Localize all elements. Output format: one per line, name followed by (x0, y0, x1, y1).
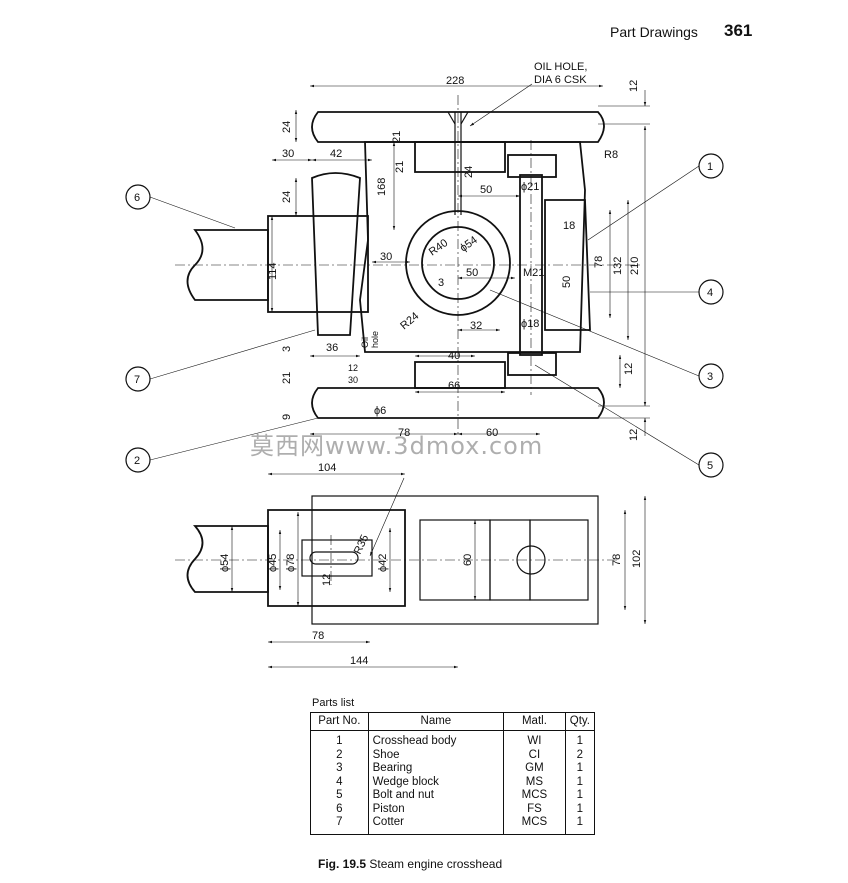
dim-3-bore: 3 (438, 277, 444, 289)
dim-78-plan-bottom: 78 (312, 630, 324, 642)
dim-36: 36 (326, 342, 338, 354)
dim-60-bottom: 60 (486, 427, 498, 439)
dim-104: 104 (318, 462, 336, 474)
note-oil-hole-1: OIL HOLE, (534, 61, 587, 73)
dim-78-bottom: 78 (398, 427, 410, 439)
callout-1: 1 (707, 161, 713, 173)
col-part-no: Part No. (310, 712, 369, 731)
bottom-pad (414, 361, 506, 389)
table-row: 5 Bolt and nut MCS 1 (310, 789, 596, 803)
callout-6: 6 (134, 192, 140, 204)
cotter-slot (309, 551, 359, 565)
cotter (311, 172, 361, 336)
figure-caption: Fig. 19.5 Steam engine crosshead (318, 857, 502, 871)
dim-12-far: 12 (628, 429, 640, 441)
page-number: 361 (724, 21, 753, 40)
dim-66: 66 (448, 380, 460, 392)
dim-60-plan: 60 (462, 554, 474, 566)
dim-24-left: 24 (281, 191, 293, 203)
dim-132: 132 (612, 257, 624, 275)
dim-210: 210 (629, 257, 641, 275)
dim-r24: R24 (398, 310, 421, 332)
dim-phi54-plan: ϕ54 (219, 554, 231, 572)
dim-24-pad: 24 (463, 166, 475, 178)
figure-label: Fig. 19.5 (318, 857, 367, 871)
top-pad (414, 141, 506, 173)
dim-phi78: ϕ78 (285, 554, 297, 572)
bolt-head (507, 154, 557, 178)
parts-list-title: Parts list (312, 697, 355, 709)
dim-40: 40 (448, 350, 460, 362)
dim-12-plan: 12 (321, 574, 333, 586)
dim-3-left: 3 (281, 346, 293, 352)
dim-42: 42 (330, 148, 342, 160)
crosshead-body (359, 141, 586, 353)
dim-50-top: 50 (480, 184, 492, 196)
col-matl: Matl. (503, 712, 566, 731)
plan-view (175, 472, 647, 669)
col-name: Name (367, 712, 505, 731)
callout-2: 2 (134, 455, 140, 467)
table-row: 4 Wedge block MS 1 (310, 775, 596, 789)
table-row: 7 Cotter MCS 1 (310, 816, 596, 835)
callout-4: 4 (707, 287, 713, 299)
dim-r35: R35 (352, 533, 371, 556)
dim-24-top: 24 (281, 121, 293, 133)
dim-30-small: 30 (348, 375, 358, 385)
top-shoe (311, 111, 605, 143)
dim-18: 18 (563, 220, 575, 232)
table-row: 1 Crosshead body WI 1 (310, 730, 596, 749)
dim-50-mid: 50 (466, 267, 478, 279)
dim-168: 168 (376, 178, 388, 196)
callout-7: 7 (134, 374, 140, 386)
dim-12-top: 12 (628, 80, 640, 92)
plan-slot (301, 539, 373, 577)
dim-r8: R8 (604, 149, 618, 161)
bolt-nut (507, 352, 557, 376)
col-qty: Qty. (564, 712, 596, 731)
figure-title: Steam engine crosshead (369, 857, 503, 871)
crosshead-drawing: 228 12 24 21 30 42 168 21 24 24 50 ϕ21 R… (125, 61, 724, 669)
wedge-block (544, 199, 591, 331)
dim-114: 114 (267, 262, 279, 280)
front-sectional-view (175, 83, 650, 436)
dim-phi42: ϕ42 (377, 554, 389, 572)
section-title: Part Drawings (610, 24, 698, 40)
dim-phi18: ϕ18 (521, 318, 539, 330)
piston-rod (186, 229, 269, 301)
parts-list-table: Part No. Name Matl. Qty. 1 Crosshead bod… (310, 712, 596, 835)
dim-phi54-front: ϕ54 (458, 234, 480, 254)
dim-30-mid: 30 (380, 251, 392, 263)
table-row: 3 Bearing GM 1 (310, 762, 596, 776)
dim-228: 228 (446, 75, 464, 87)
dim-78-front: 78 (593, 256, 605, 268)
dim-phi6: ϕ6 (374, 405, 386, 417)
watermark: 莫西网www.3dmox.com (250, 432, 544, 460)
dim-phi21: ϕ21 (521, 181, 539, 193)
note-oil-hole-2: DIA 6 CSK (534, 74, 587, 86)
dim-32: 32 (470, 320, 482, 332)
dim-m21: M21 (523, 267, 544, 279)
note-oil-small-1: Oil (360, 337, 370, 348)
dim-50-wedge: 50 (561, 276, 573, 288)
dim-12-small: 12 (348, 363, 358, 373)
dim-21-mid: 21 (394, 161, 406, 173)
dim-21-top: 21 (391, 131, 403, 143)
dim-102: 102 (631, 550, 643, 568)
dim-9: 9 (281, 414, 293, 420)
callouts: 1 2 3 4 5 6 7 (125, 153, 724, 478)
table-row: 2 Shoe CI 2 (310, 748, 596, 762)
callout-3: 3 (707, 371, 713, 383)
plan-rod (186, 525, 269, 593)
note-oil-small-2: hole (370, 331, 380, 348)
dim-78-plan: 78 (611, 554, 623, 566)
table-row: 6 Piston FS 1 (310, 802, 596, 816)
dim-30-top: 30 (282, 148, 294, 160)
dim-21-bottom: 21 (281, 372, 293, 384)
dim-phi45: ϕ45 (267, 554, 279, 572)
dim-12-right: 12 (623, 363, 635, 375)
callout-5: 5 (707, 460, 713, 472)
dim-144: 144 (350, 655, 368, 667)
